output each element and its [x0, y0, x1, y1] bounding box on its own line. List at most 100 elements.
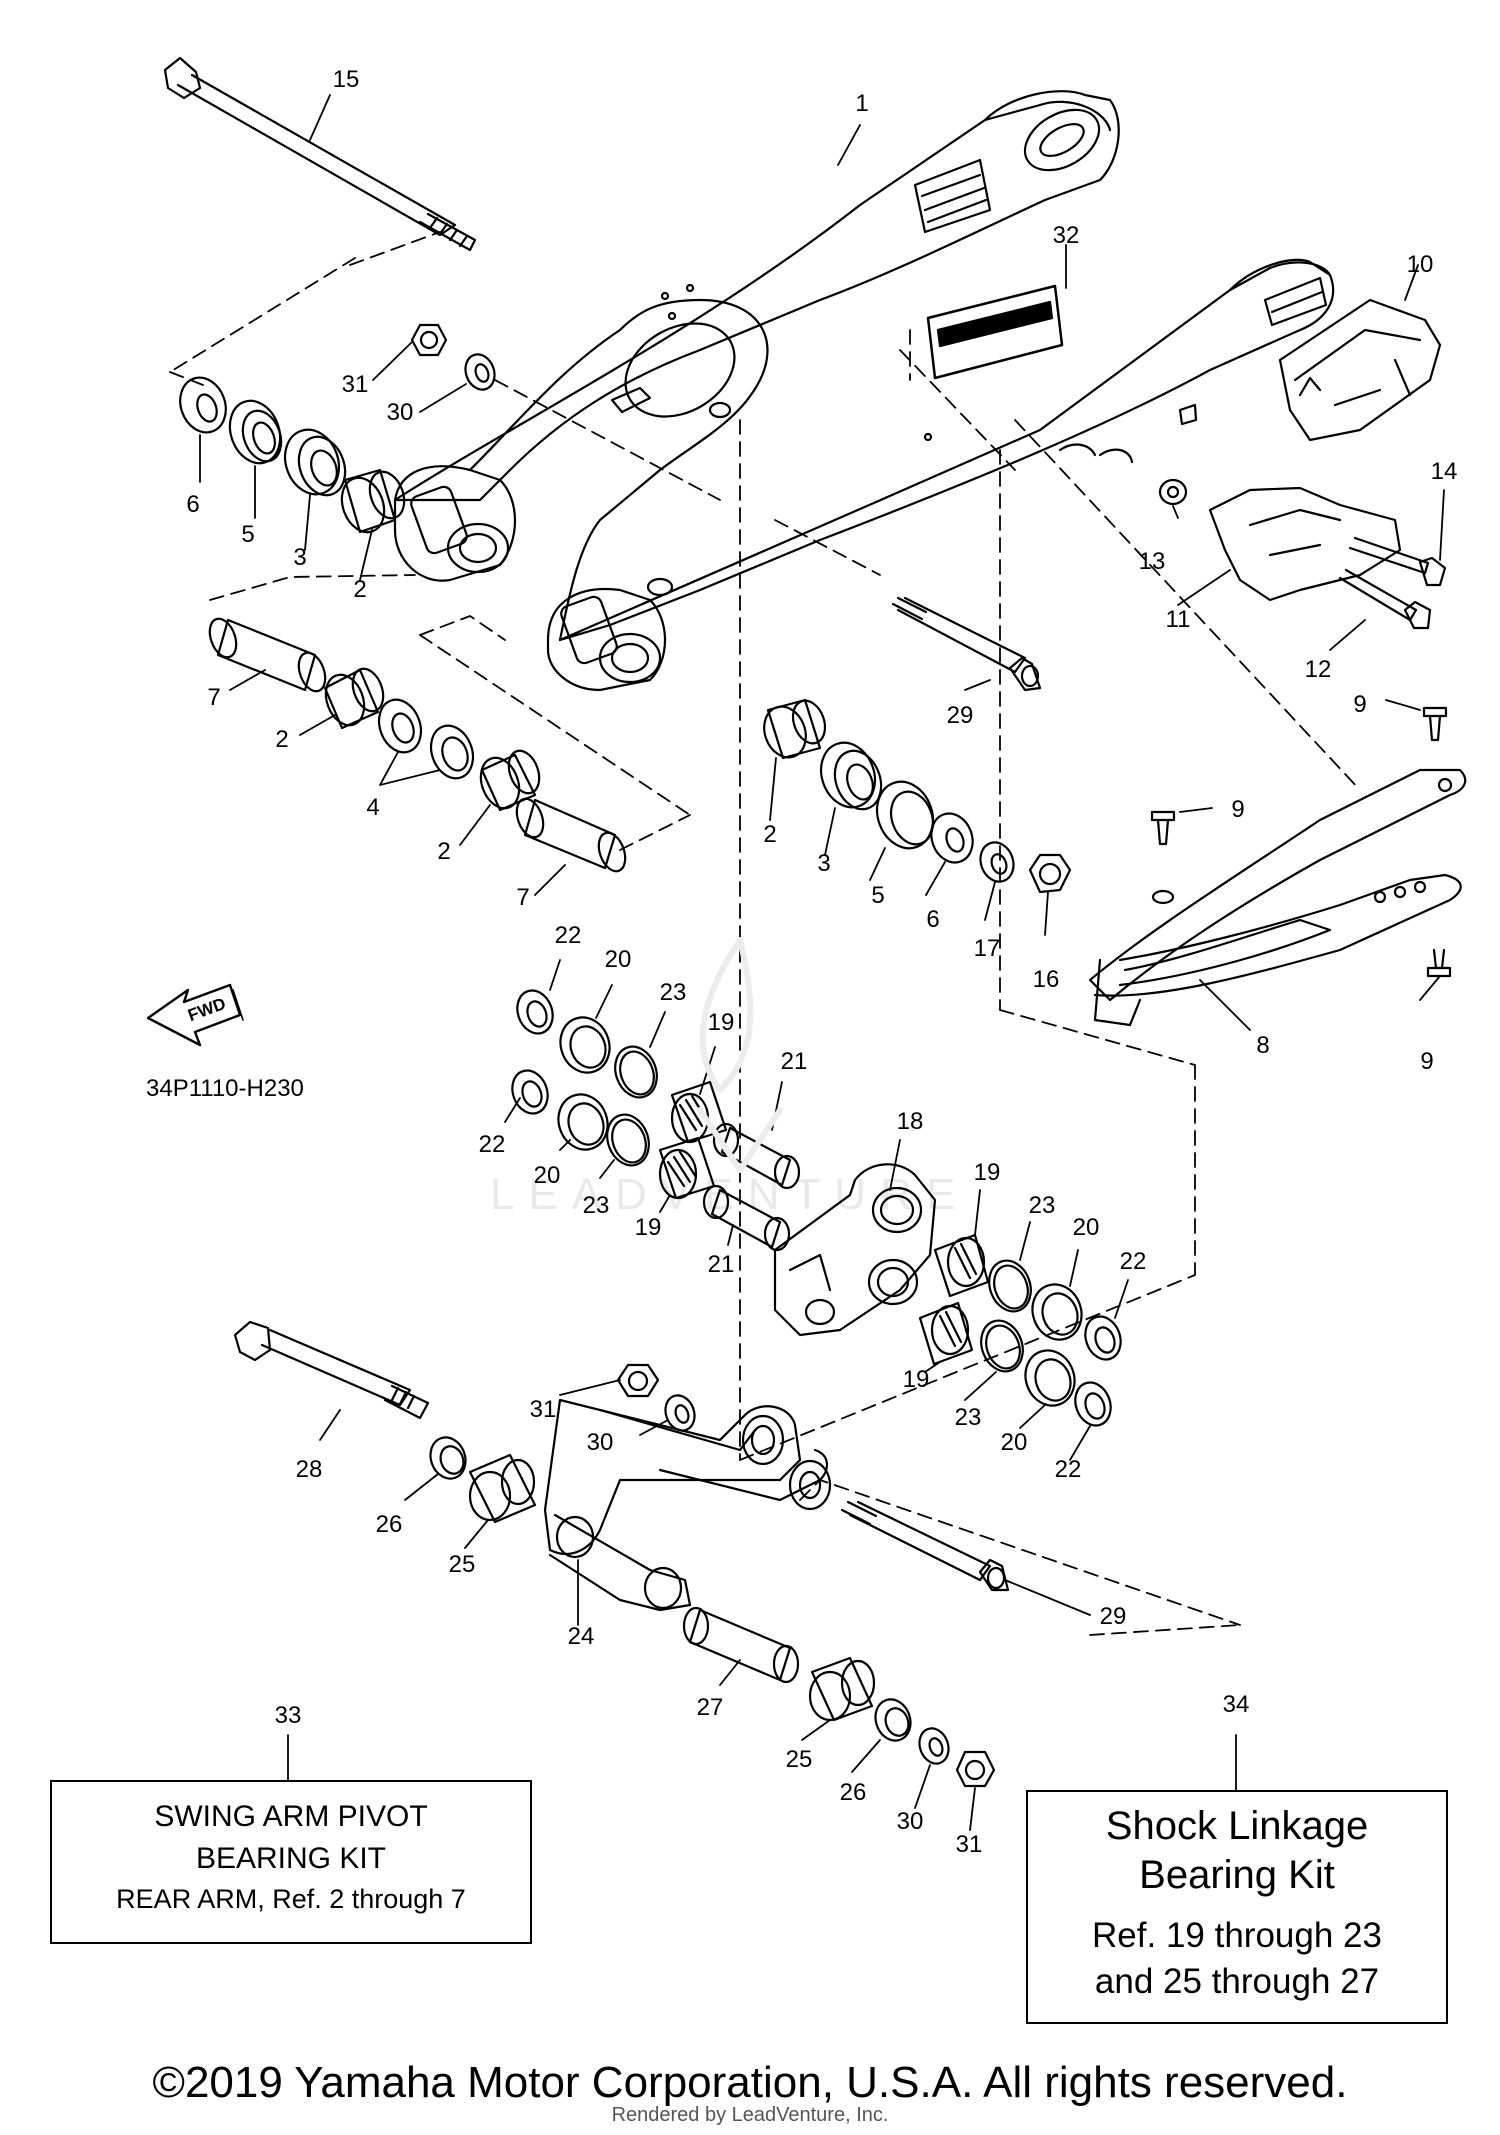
o-ring-23-left-lower[interactable] — [600, 1109, 655, 1172]
seal-22-right-lower[interactable] — [1070, 1378, 1117, 1431]
bolt-14[interactable] — [1348, 536, 1447, 587]
callout-2-b[interactable]: 2 — [437, 838, 451, 865]
seal-22-right-upper[interactable] — [1080, 1312, 1127, 1365]
callout-5-right[interactable]: 5 — [871, 882, 885, 909]
pivot-seal-6-left[interactable] — [173, 371, 233, 439]
collar-21-a[interactable] — [712, 1122, 801, 1190]
callout-25-right[interactable]: 25 — [785, 1746, 813, 1773]
washer-30-lower[interactable] — [915, 1724, 954, 1767]
callout-33[interactable]: 33 — [274, 1702, 302, 1729]
callout-20-left-upper[interactable]: 20 — [604, 946, 632, 973]
pivot-collar-5-left[interactable] — [222, 394, 289, 471]
callout-19-b[interactable]: 19 — [634, 1214, 662, 1241]
bolt-9-mid[interactable] — [1150, 810, 1176, 905]
pivot-bearing-3-right[interactable] — [812, 735, 889, 816]
chain-guide-10[interactable] — [1278, 298, 1442, 442]
needle-bearing-19-d[interactable] — [918, 1301, 974, 1366]
callout-27[interactable]: 27 — [696, 1694, 724, 1721]
callout-19-a[interactable]: 19 — [707, 1009, 735, 1036]
nut-16[interactable] — [1028, 853, 1072, 894]
washer-20-right-lower[interactable] — [1018, 1343, 1082, 1412]
callout-3-left[interactable]: 3 — [293, 544, 307, 571]
callout-22-right-lower[interactable]: 22 — [1054, 1456, 1082, 1483]
pivot-seal-6-right[interactable] — [925, 808, 980, 869]
callout-20-left-lower[interactable]: 20 — [533, 1162, 561, 1189]
callout-30-top[interactable]: 30 — [386, 399, 414, 426]
callout-3-right[interactable]: 3 — [817, 850, 831, 877]
callout-6-left[interactable]: 6 — [186, 491, 200, 518]
washer-30-top[interactable] — [461, 350, 500, 393]
bolt-12[interactable] — [1338, 568, 1432, 630]
callout-14[interactable]: 14 — [1430, 458, 1458, 485]
callout-25-left[interactable]: 25 — [448, 1551, 476, 1578]
callout-30-lower[interactable]: 30 — [896, 1808, 924, 1835]
bolt-29-lower[interactable] — [840, 1500, 1010, 1592]
callout-5-left[interactable]: 5 — [241, 521, 255, 548]
relay-arm-18[interactable] — [773, 1163, 937, 1337]
collar-26-left[interactable] — [425, 1432, 471, 1483]
needle-bearing-19-b[interactable] — [658, 1136, 716, 1200]
callout-24[interactable]: 24 — [567, 1623, 595, 1650]
shock-linkage-bearing-kit-box[interactable]: Shock Linkage Bearing Kit Ref. 19 throug… — [1026, 1790, 1448, 2024]
callout-21-b[interactable]: 21 — [707, 1251, 735, 1278]
callout-23-left-upper[interactable]: 23 — [659, 979, 687, 1006]
needle-bearing-2-b[interactable] — [474, 747, 544, 814]
washer-20-right-upper[interactable] — [1025, 1277, 1089, 1346]
callout-2-a[interactable]: 2 — [275, 726, 289, 753]
callout-1[interactable]: 1 — [855, 90, 869, 117]
callout-26-right[interactable]: 26 — [839, 1779, 867, 1806]
callout-31-middle[interactable]: 31 — [529, 1396, 557, 1423]
pivot-bearing-2-upper[interactable] — [335, 467, 411, 538]
callout-22-left-lower[interactable]: 22 — [478, 1131, 506, 1158]
pivot-shaft-15[interactable] — [163, 56, 477, 252]
callout-21-a[interactable]: 21 — [780, 1048, 808, 1075]
callout-19-d[interactable]: 19 — [902, 1366, 930, 1393]
connecting-rod-24[interactable] — [543, 1398, 832, 1612]
o-ring-23-right-lower[interactable] — [974, 1315, 1029, 1378]
chain-guide-mount-11[interactable] — [1208, 486, 1402, 602]
nut-31-lower[interactable] — [955, 1750, 996, 1788]
swing-arm-pivot-bearing-kit-box[interactable]: SWING ARM PIVOT BEARING KIT REAR ARM, Re… — [50, 1780, 532, 1944]
pivot-bearing-3-left[interactable] — [276, 422, 353, 502]
collar-25-right[interactable] — [808, 1656, 876, 1722]
callout-6-right[interactable]: 6 — [926, 906, 940, 933]
seal-22-left-upper[interactable] — [512, 986, 559, 1039]
callout-2-right[interactable]: 2 — [763, 821, 777, 848]
washer-20-left-upper[interactable] — [553, 1010, 617, 1079]
callout-20-right-lower[interactable]: 20 — [1000, 1429, 1028, 1456]
callout-12[interactable]: 12 — [1304, 656, 1332, 683]
washer-30-middle[interactable] — [661, 1391, 700, 1434]
bolt-9-top[interactable] — [1422, 706, 1448, 742]
callout-23-left-lower[interactable]: 23 — [582, 1192, 610, 1219]
callout-7-upper[interactable]: 7 — [207, 684, 221, 711]
callout-4[interactable]: 4 — [366, 794, 380, 821]
spacer-tube-7-lower[interactable] — [512, 795, 630, 875]
decal-part-32[interactable] — [926, 284, 1064, 380]
callout-9-top[interactable]: 9 — [1353, 691, 1367, 718]
callout-10[interactable]: 10 — [1406, 251, 1434, 278]
callout-23-right-upper[interactable]: 23 — [1028, 1192, 1056, 1219]
swingarm[interactable] — [393, 90, 1335, 692]
washer-20-left-lower[interactable] — [551, 1087, 615, 1156]
pivot-bearing-2-right[interactable] — [757, 696, 830, 763]
collar-21-b[interactable] — [702, 1184, 791, 1252]
callout-17[interactable]: 17 — [973, 935, 1001, 962]
callout-31-top[interactable]: 31 — [341, 371, 369, 398]
spacer-tube-7-upper[interactable] — [205, 615, 330, 695]
bolt-28[interactable] — [233, 1320, 430, 1420]
callout-19-c[interactable]: 19 — [973, 1159, 1001, 1186]
callout-11[interactable]: 11 — [1165, 606, 1191, 633]
bolt-29-upper[interactable] — [891, 596, 1042, 692]
callout-22-right-upper[interactable]: 22 — [1119, 1248, 1147, 1275]
seal-4-b[interactable] — [424, 720, 480, 784]
nut-31-middle[interactable] — [616, 1363, 660, 1398]
callout-8[interactable]: 8 — [1256, 1032, 1270, 1059]
seal-4-a[interactable] — [372, 694, 428, 758]
needle-bearing-19-c[interactable] — [933, 1233, 990, 1298]
callout-15[interactable]: 15 — [332, 66, 360, 93]
callout-29-lower[interactable]: 29 — [1099, 1603, 1127, 1630]
callout-16[interactable]: 16 — [1032, 966, 1060, 993]
callout-18[interactable]: 18 — [896, 1108, 924, 1135]
callout-2-upper[interactable]: 2 — [353, 576, 367, 603]
callout-32[interactable]: 32 — [1052, 222, 1080, 249]
